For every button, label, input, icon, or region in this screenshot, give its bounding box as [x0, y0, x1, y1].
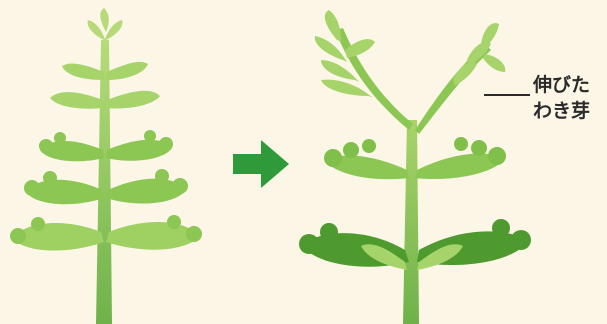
right-arrow-icon: [231, 138, 291, 190]
annotation-leader-line: [484, 94, 530, 96]
grown-plant-illustration: [285, 0, 545, 324]
annotation-label: 伸びた わき芽: [533, 72, 605, 124]
annotation-line-1: 伸びた: [533, 72, 605, 98]
annotation-line-2: わき芽: [533, 98, 605, 124]
young-plant-illustration: [0, 0, 215, 324]
